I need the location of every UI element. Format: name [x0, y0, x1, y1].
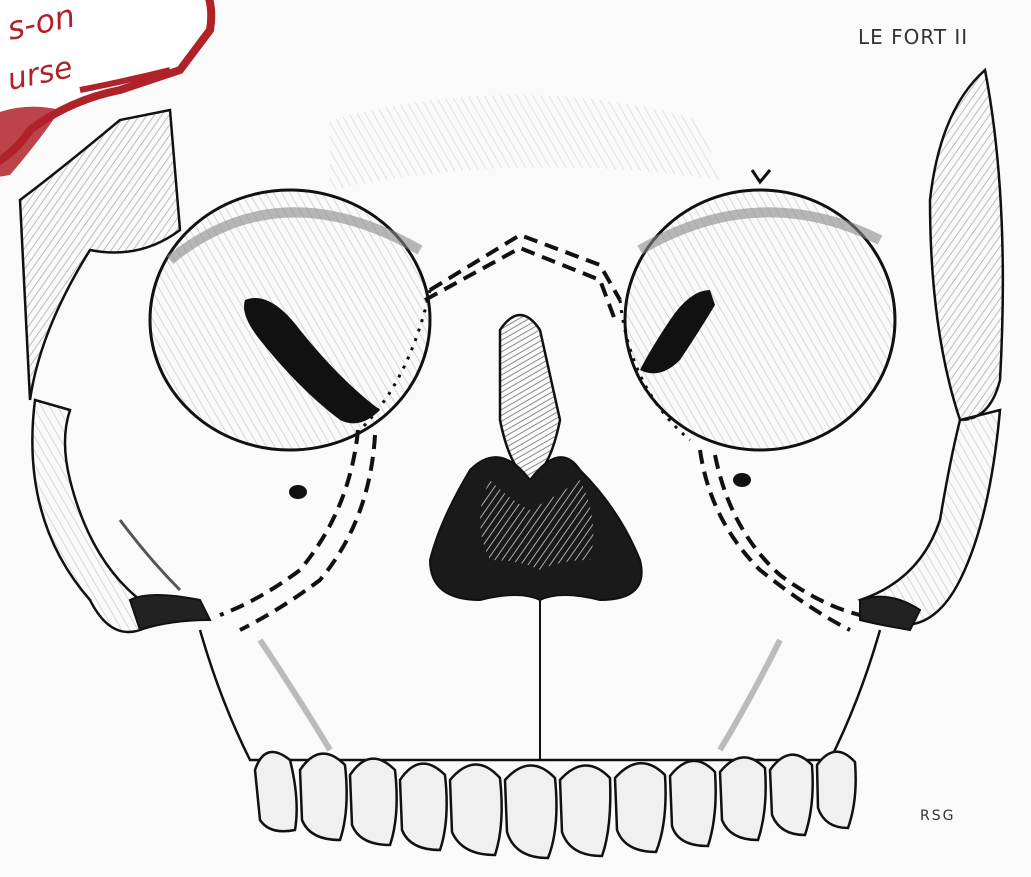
artist-initials: RSG [920, 808, 955, 824]
figure-title: LE FORT II [858, 25, 968, 49]
left-orbit [150, 190, 430, 450]
